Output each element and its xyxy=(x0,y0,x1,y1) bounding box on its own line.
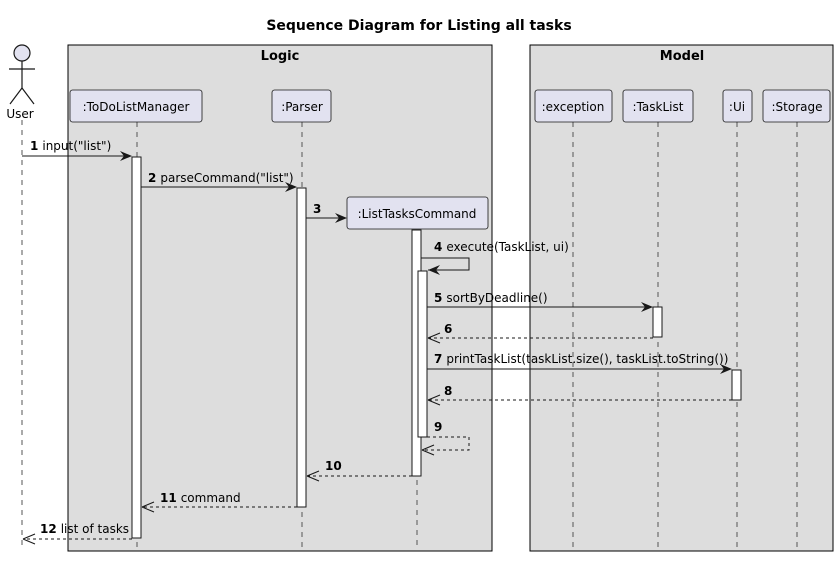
user-actor-icon xyxy=(9,44,35,105)
message-6-head xyxy=(427,332,441,344)
participant-storage xyxy=(762,89,831,123)
message-8-head xyxy=(427,394,441,406)
model-box-label: Model xyxy=(660,49,704,64)
participant-listtaskscommand xyxy=(346,196,489,230)
participant-tasklist-label: :TaskList xyxy=(633,100,684,114)
activation-ui xyxy=(731,369,742,401)
participant-ui xyxy=(722,89,753,123)
participant-parser xyxy=(271,89,332,123)
message-10-head xyxy=(306,470,320,482)
message-9-arrow xyxy=(422,436,470,451)
participant-parser-label: :Parser xyxy=(281,100,323,114)
participant-exception xyxy=(534,89,613,123)
message-11-head xyxy=(141,501,155,513)
model-box xyxy=(529,44,834,552)
message-12-head xyxy=(22,533,36,545)
message-10-label: 10 xyxy=(325,459,342,473)
message-3-label: 3 xyxy=(313,202,321,216)
diagram-title: Sequence Diagram for Listing all tasks xyxy=(266,18,571,34)
activation-tasklist xyxy=(652,306,663,338)
participant-storage-label: :Storage xyxy=(772,100,823,114)
message-4-arrow xyxy=(421,257,470,271)
message-6-label: 6 xyxy=(444,322,452,336)
message-8-label: 8 xyxy=(444,384,452,398)
logic-box-label: Logic xyxy=(261,49,300,64)
message-9-head xyxy=(421,444,435,456)
participant-todolistmanager-label: :ToDoListManager xyxy=(83,100,190,114)
activation-listtaskscommand-nested xyxy=(417,270,428,438)
activation-bars xyxy=(131,156,742,539)
participant-todolistmanager xyxy=(69,89,203,123)
activation-parser xyxy=(296,187,307,508)
message-9-label: 9 xyxy=(434,420,442,434)
activation-todolistmanager xyxy=(131,156,142,539)
user-actor-label: User xyxy=(6,107,33,121)
participant-exception-label: :exception xyxy=(542,100,605,114)
participant-ui-label: :Ui xyxy=(729,100,745,114)
message-arrows xyxy=(22,151,732,545)
participant-listtaskscommand-label: :ListTasksCommand xyxy=(358,207,477,221)
participant-tasklist xyxy=(622,89,694,123)
